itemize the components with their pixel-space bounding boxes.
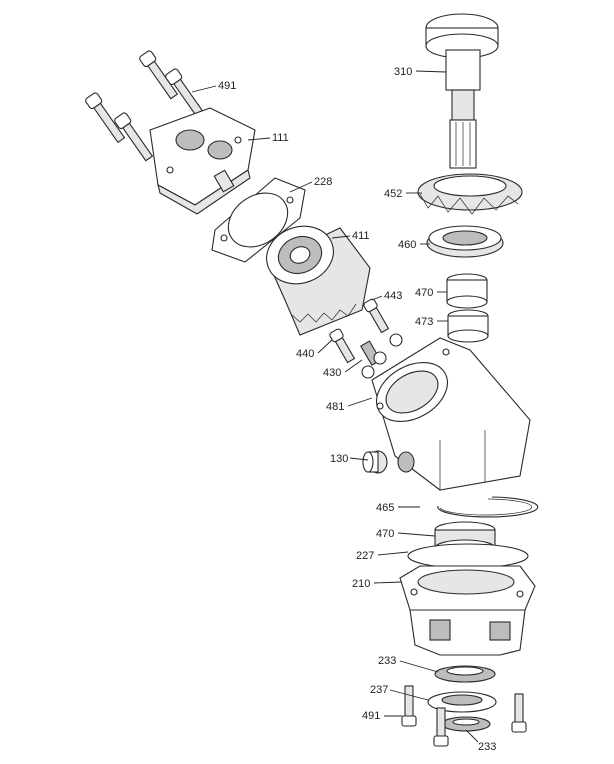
callout-210: 210 xyxy=(352,578,370,590)
callout-227: 227 xyxy=(356,550,374,562)
pins-set xyxy=(329,298,403,379)
seal-retainer xyxy=(427,691,497,713)
callout-111: 111 xyxy=(272,132,289,144)
gasket-plate xyxy=(211,177,306,263)
port-plate xyxy=(149,107,256,215)
callout-443: 443 xyxy=(384,290,402,302)
bushing-lower xyxy=(447,309,489,343)
cap-screws-top xyxy=(85,50,203,162)
bearing xyxy=(426,225,504,258)
flange-housing xyxy=(399,565,536,656)
callout-233-top: 233 xyxy=(378,655,396,667)
bevel-gear xyxy=(417,173,523,215)
callout-labels: 491 111 310 228 452 411 460 443 470 473 … xyxy=(218,66,496,753)
callout-460: 460 xyxy=(398,239,416,251)
cap-screws-bottom xyxy=(401,685,527,747)
o-ring xyxy=(407,543,529,569)
callout-465: 465 xyxy=(376,502,394,514)
callout-452: 452 xyxy=(384,188,402,200)
snap-ring xyxy=(437,496,539,518)
callout-310: 310 xyxy=(394,66,412,78)
callout-237: 237 xyxy=(370,684,388,696)
callout-470-bottom: 470 xyxy=(376,528,394,540)
seal-upper xyxy=(434,665,496,683)
cylinder-block xyxy=(266,225,371,336)
callout-130: 130 xyxy=(330,453,348,465)
callout-430: 430 xyxy=(323,367,341,379)
callout-440: 440 xyxy=(296,348,314,360)
callout-233-bottom: 233 xyxy=(478,741,496,753)
bushing-upper xyxy=(446,273,488,309)
angled-housing xyxy=(371,337,531,491)
callout-491-bottom: 491 xyxy=(362,710,380,722)
callout-473: 473 xyxy=(415,316,433,328)
callout-491-top: 491 xyxy=(218,80,236,92)
plug xyxy=(362,450,388,474)
leader-lines xyxy=(191,70,479,743)
callout-470-top: 470 xyxy=(415,287,433,299)
callout-411: 411 xyxy=(352,230,370,242)
drive-shaft xyxy=(425,13,499,169)
callout-228: 228 xyxy=(314,176,332,188)
callout-481: 481 xyxy=(326,401,344,413)
seal-lower xyxy=(441,716,491,732)
